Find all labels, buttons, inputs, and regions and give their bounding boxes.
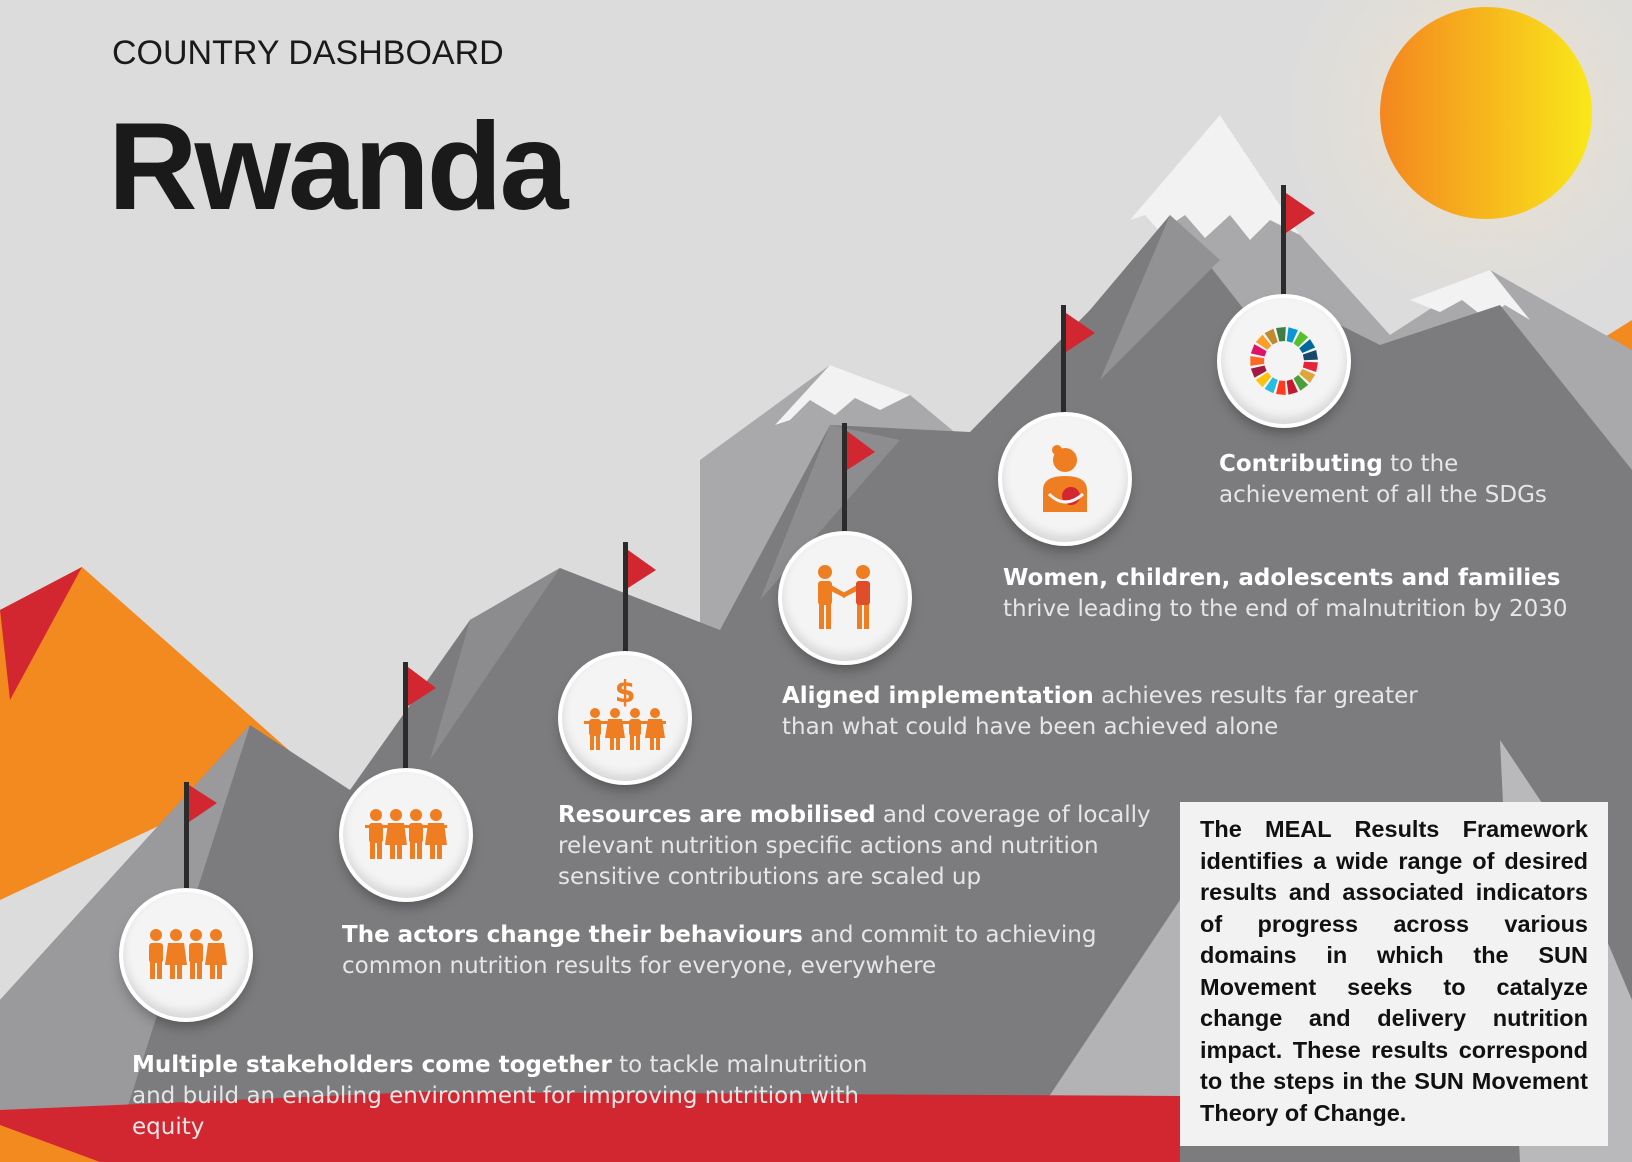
step-5-heading: Women, children, adolescents and familie… <box>1003 565 1561 591</box>
sdg-wheel-segment <box>1286 379 1298 395</box>
sdg-wheel-segment <box>1250 356 1265 366</box>
flag-step-3 <box>623 542 656 657</box>
flag-step-4 <box>842 423 875 538</box>
step-4-text: Aligned implementation achieves results … <box>782 681 1462 743</box>
meal-framework-note: The MEAL Results Framework identifies a … <box>1180 802 1608 1146</box>
sdg-wheel-segment <box>1299 339 1316 354</box>
flag-step-5 <box>1061 305 1095 420</box>
step-6-text: Contributing to the achievement of all t… <box>1219 449 1599 511</box>
step-3-body: and coverage of locally relevant nutriti… <box>558 802 1151 890</box>
sdg-wheel-segment <box>1276 327 1286 342</box>
sdg-wheel-segment <box>1293 375 1309 391</box>
country-title: Rwanda <box>108 98 568 236</box>
flag-step-1 <box>184 782 217 894</box>
svg-text:$: $ <box>615 676 636 710</box>
flag-step-6 <box>1281 185 1315 300</box>
step-4-badge <box>782 535 908 661</box>
step-4-body: achieves results far greater than what c… <box>782 683 1418 740</box>
step-1-text: Multiple stakeholders come together to t… <box>132 1050 892 1143</box>
step-6-body: to the achievement of all the SDGs <box>1219 451 1547 508</box>
step-2-heading: The actors change their behaviours <box>342 922 803 948</box>
step-2-body: and commit to achieving common nutrition… <box>342 922 1097 979</box>
step-6-heading: Contributing <box>1219 451 1383 477</box>
four-people-icon <box>149 929 227 979</box>
sdg-wheel-segment <box>1264 328 1278 345</box>
sdg-wheel-segment <box>1286 327 1298 343</box>
people-with-dollar-icon: $ <box>584 676 666 750</box>
step-1-badge <box>123 892 249 1018</box>
step-1-heading: Multiple stakeholders come together <box>132 1052 612 1078</box>
step-2-badge <box>343 772 469 898</box>
step-3-text: Resources are mobilised and coverage of … <box>558 800 1178 893</box>
sdg-wheel-segment <box>1250 365 1267 378</box>
sdg-wheel-segment <box>1276 380 1286 395</box>
mother-child-icon <box>1043 445 1087 512</box>
step-5-badge <box>1002 416 1128 542</box>
step-5-body: thrive leading to the end of malnutritio… <box>1003 596 1568 622</box>
sdg-wheel-segment <box>1302 361 1318 373</box>
sdg-wheel-icon <box>1250 327 1318 395</box>
step-1-body: to tackle malnutrition and build an enab… <box>132 1052 868 1140</box>
four-people-holding-hands-icon <box>365 809 447 859</box>
step-6-badge <box>1221 298 1347 424</box>
sdg-wheel-segment <box>1255 334 1272 350</box>
sdg-wheel-segment <box>1250 344 1267 357</box>
sdg-wheel-segment <box>1299 368 1316 383</box>
dashboard-label: COUNTRY DASHBOARD <box>112 34 504 72</box>
step-4-heading: Aligned implementation <box>782 683 1094 709</box>
step-3-badge: $ <box>562 655 688 781</box>
sdg-wheel-segment <box>1255 372 1272 388</box>
step-2-text: The actors change their behaviours and c… <box>342 920 1172 982</box>
sdg-wheel-segment <box>1293 331 1309 347</box>
step-3-heading: Resources are mobilised <box>558 802 876 828</box>
step-5-text: Women, children, adolescents and familie… <box>1003 563 1623 625</box>
sdg-wheel-segment <box>1264 377 1278 394</box>
handshake-icon <box>818 565 870 629</box>
flag-step-2 <box>403 662 436 774</box>
sdg-wheel-segment <box>1302 349 1318 361</box>
